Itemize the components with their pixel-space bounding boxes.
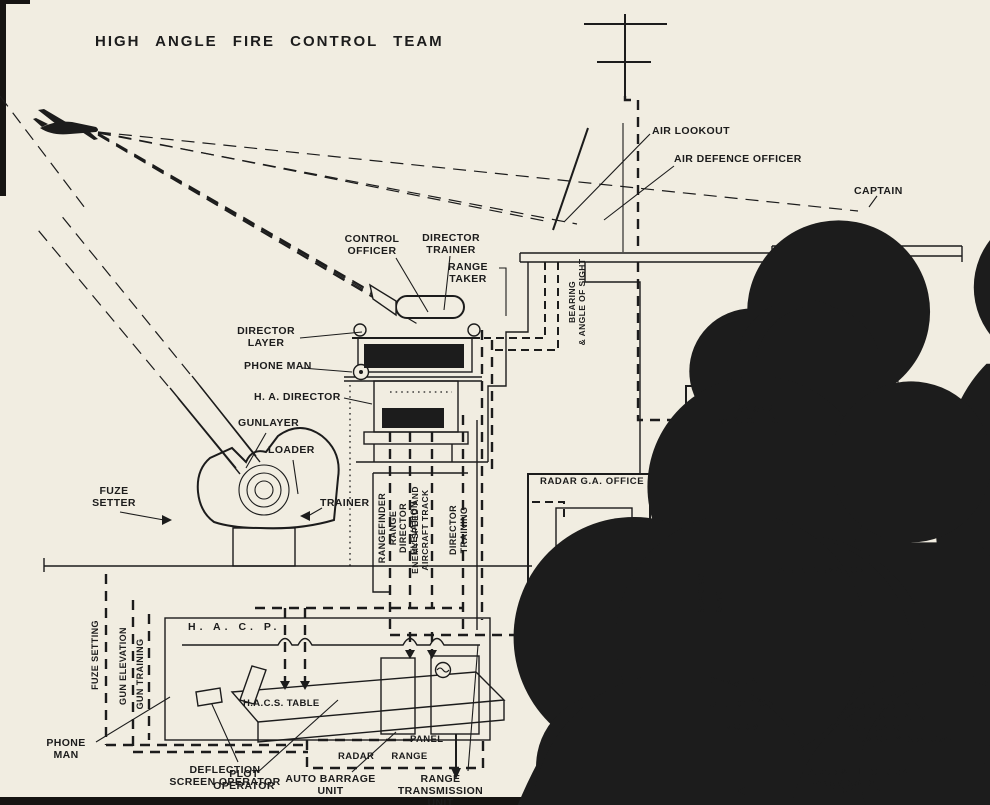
label-fuze-setting: FUZE SETTING: [90, 620, 100, 690]
hacp: [164, 385, 577, 743]
label-range-taker: RANGE TAKER: [448, 261, 488, 285]
director-assembly: [344, 283, 488, 463]
page-title: HIGH ANGLE FIRE CONTROL TEAM: [95, 33, 444, 50]
label-fuze-setter: FUZE SETTER: [92, 485, 136, 509]
label-range-transmission-unit: RANGE TRANSMISSION UNIT: [397, 773, 484, 805]
gun-data-lines: [104, 574, 308, 754]
label-clarity-note: FOR CLARITY A REPRESENTATIVE PORTION OF …: [845, 701, 955, 745]
legend-telephone-label: TELEPHONE LINE: [802, 785, 889, 796]
label-captain: CAPTAIN: [854, 185, 903, 197]
label-director-elevation: DIRECTOR ELEVATION: [398, 501, 419, 555]
barrage-and-transmission-units: [305, 655, 485, 779]
label-control-officer: CONTROL OFFICER: [344, 233, 400, 257]
sight-lines: [0, 95, 859, 387]
label-hacs-table: H.A.C.S. TABLE: [243, 698, 320, 709]
label-hacp: H. A. C. P.: [188, 621, 281, 633]
plot-boards: [195, 665, 267, 707]
label-director-training: DIRECTOR TRAINING: [448, 504, 469, 556]
radar-aerial: [584, 14, 685, 425]
gun-mount: [169, 375, 340, 567]
label-auto-barrage-unit: AUTO BARRAGE UNIT: [285, 773, 376, 797]
label-gunlayer: GUNLAYER: [238, 417, 300, 429]
label-director-layer: DIRECTOR LAYER: [237, 325, 295, 349]
label-air-lookout: AIR LOOKOUT: [652, 125, 730, 137]
label-panel: PANEL: [410, 734, 444, 745]
label-radar-range: RADAR RANGE: [338, 751, 428, 762]
label-director-trainer: DIRECTOR TRAINER: [422, 232, 480, 256]
label-loader: LOADER: [268, 444, 315, 456]
label-pointers: [95, 133, 878, 773]
label-enemy-speed-track: ENEMY SPEED AND AIRCRAFT TRACK: [410, 486, 431, 574]
legend-samples: [737, 773, 796, 795]
target-aircraft-silhouette: [33, 109, 98, 140]
label-air-information: AIR INFORMATION: [778, 565, 865, 575]
label-phone-man-hacp: PHONE MAN: [46, 737, 86, 761]
label-gun-elevation: GUN ELEVATION: [118, 627, 128, 705]
label-radar-ga-office: RADAR G.A. OFFICE: [540, 476, 645, 487]
label-trainer: TRAINER: [320, 497, 370, 509]
label-radar-wa-office: RADAR W.A. OFFICE: [718, 403, 788, 427]
label-phone-man-director: PHONE MAN: [244, 360, 312, 372]
label-rangefinder-range: RANGEFINDER RANGE: [377, 492, 398, 564]
label-air-defence-officer: AIR DEFENCE OFFICER: [674, 153, 802, 165]
director-data-lines: [372, 262, 559, 635]
label-bearing-angle-of-sight: BEARING & ANGLE OF SIGHT: [567, 258, 588, 346]
label-ha-director: H. A. DIRECTOR: [254, 391, 341, 403]
label-deflection-screen-operator: DEFLECTION SCREEN OPERATOR: [169, 764, 281, 788]
label-gun-training: GUN TRAINING: [135, 638, 145, 710]
label-range: RANGE: [714, 582, 724, 616]
label-plot-operator: PLOT OPERATOR: [213, 768, 275, 792]
label-bearing: BEARING: [696, 573, 706, 615]
label-aircraft-direction-room: AIRCRAFT DIRECTION ROOM: [708, 675, 776, 734]
legend-radar-electrical-label: RADAR & ELECTRICAL TRANSMISSION: [802, 767, 914, 789]
